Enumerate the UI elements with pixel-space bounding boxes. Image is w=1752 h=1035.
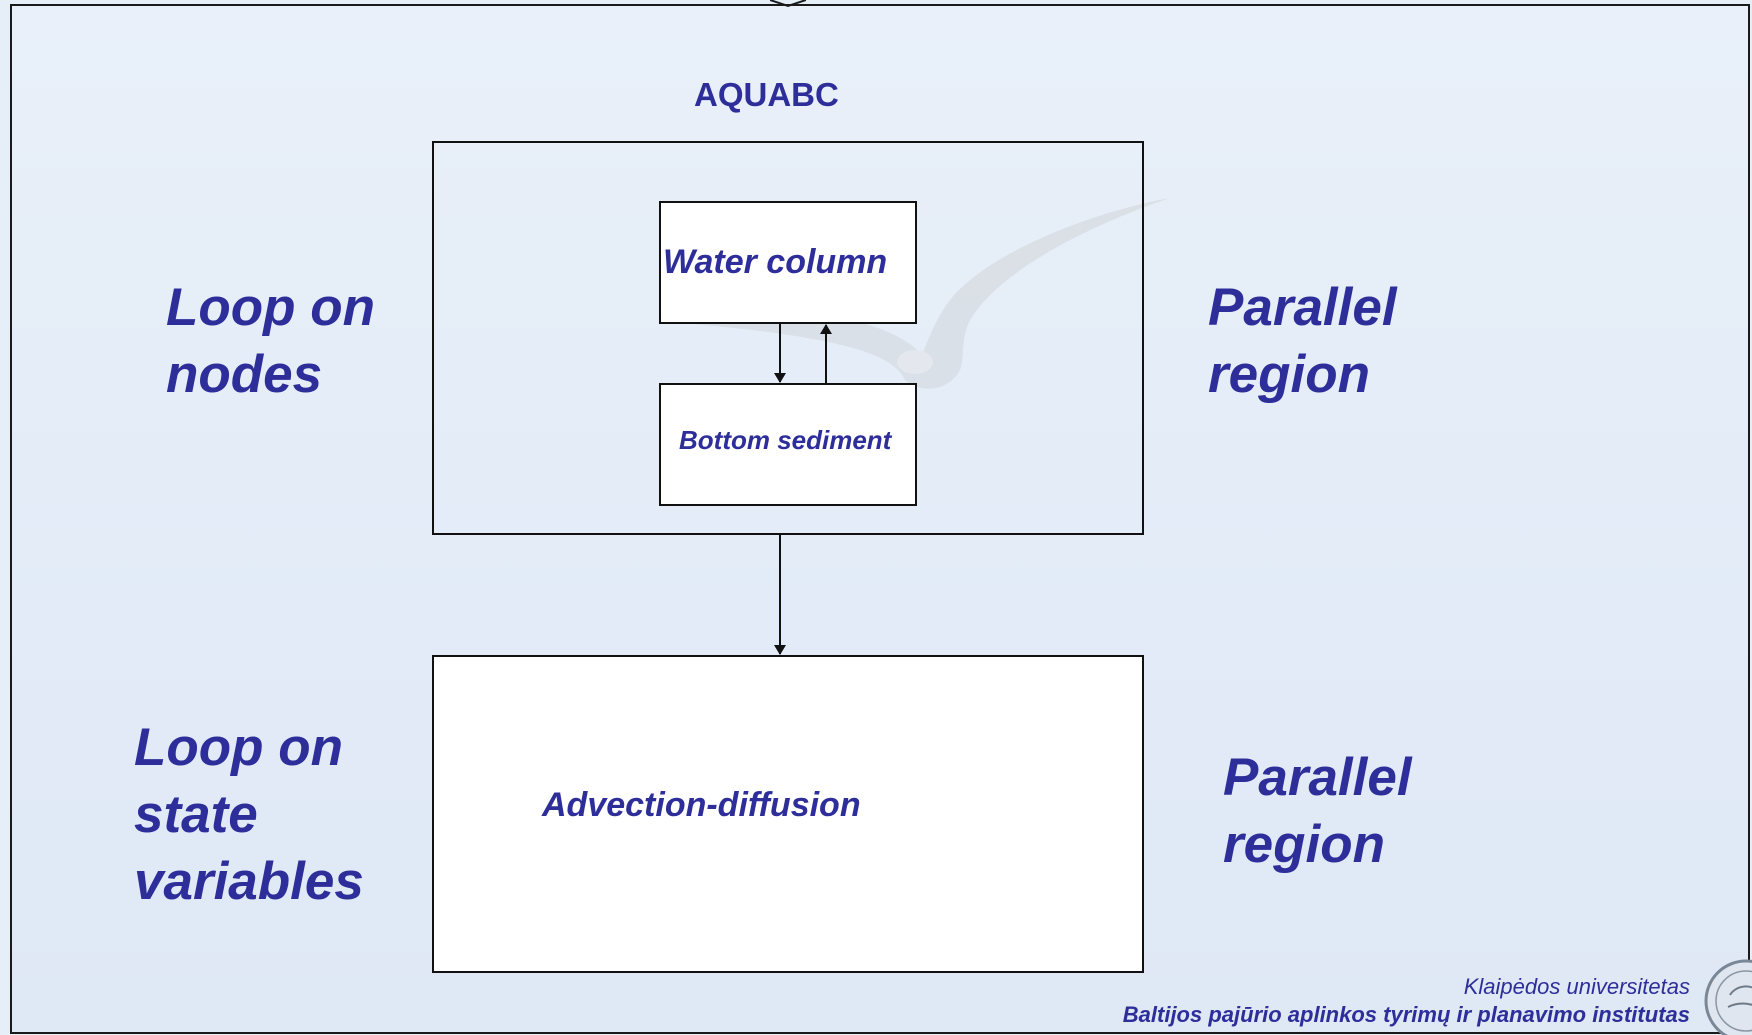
diagram-title: AQUABC (694, 76, 839, 113)
side-label-bottom-right: Parallel region (1223, 744, 1412, 878)
bottom-sediment-box (659, 383, 917, 506)
side-label-line: Parallel (1208, 278, 1397, 337)
side-label-line: region (1208, 345, 1370, 404)
side-label-top-left: Loop on nodes (166, 274, 375, 408)
aquabc-container-box (432, 141, 1144, 535)
side-label-line: region (1223, 815, 1385, 874)
university-seal-icon (1704, 959, 1752, 1035)
side-label-line: Loop on (134, 718, 343, 777)
side-label-line: nodes (166, 345, 323, 404)
side-label-bottom-left: Loop on state variables (134, 714, 364, 915)
side-label-line: state (134, 785, 258, 844)
seagull-icon (670, 198, 1170, 389)
frame-notch (770, 0, 806, 8)
water-column-box (659, 201, 917, 324)
bottom-sediment-label: Bottom sediment (679, 425, 892, 455)
side-label-line: Parallel (1223, 748, 1412, 807)
side-label-line: variables (134, 852, 364, 911)
side-label-line: Loop on (166, 278, 375, 337)
side-label-top-right: Parallel region (1208, 274, 1397, 408)
footer-institute: Baltijos pajūrio aplinkos tyrimų ir plan… (1122, 1002, 1690, 1027)
advection-diffusion-label: Advection-diffusion (542, 786, 861, 824)
water-column-label: Water column (663, 243, 888, 281)
advection-diffusion-box (432, 655, 1144, 973)
footer-university: Klaipėdos universitetas (1463, 974, 1690, 999)
